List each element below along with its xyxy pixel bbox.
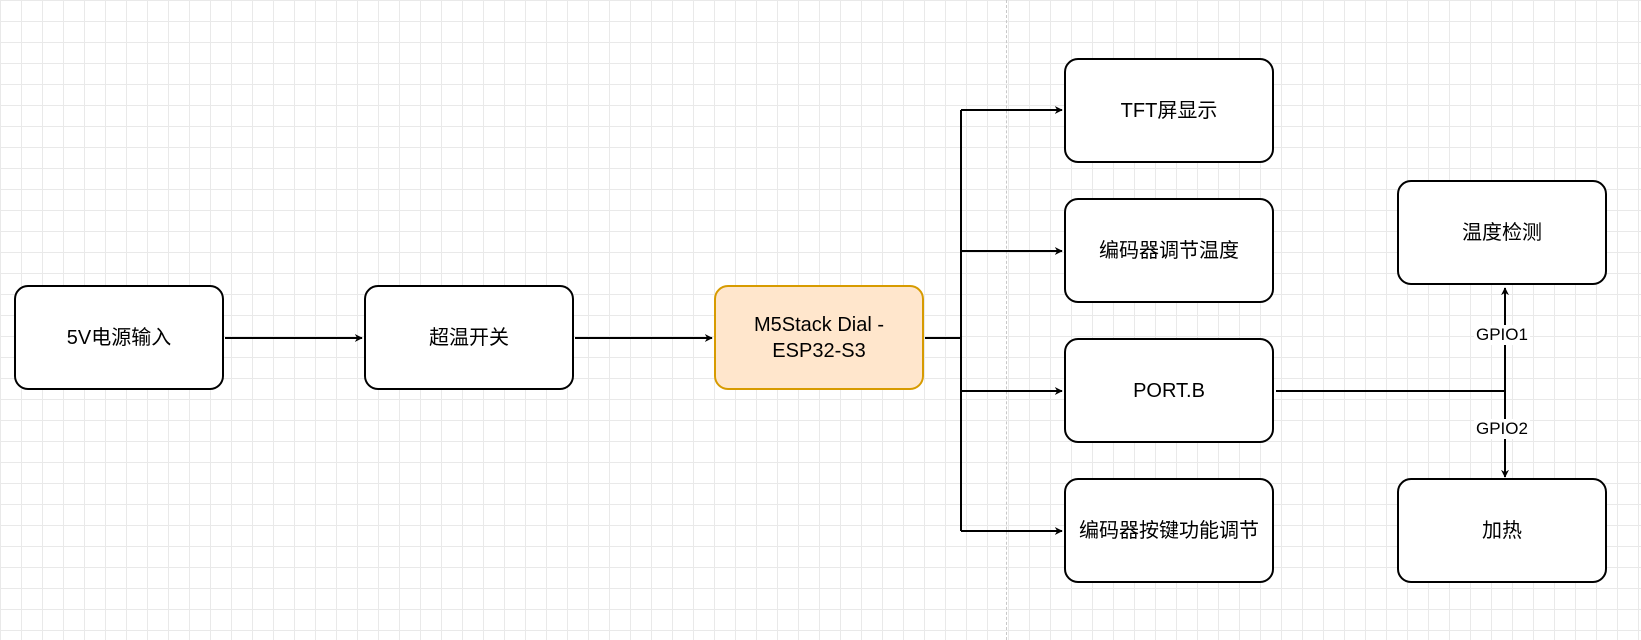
node-power-input[interactable]: 5V电源输入 (14, 285, 224, 390)
node-port-b[interactable]: PORT.B (1064, 338, 1274, 443)
edge-label-gpio1: GPIO1 (1474, 325, 1530, 345)
edge-label-gpio2: GPIO2 (1474, 419, 1530, 439)
node-controller[interactable]: M5Stack Dial - ESP32-S3 (714, 285, 924, 390)
node-tft-display[interactable]: TFT屏显示 (1064, 58, 1274, 163)
page-break-guide (1006, 0, 1007, 640)
node-thermal-switch[interactable]: 超温开关 (364, 285, 574, 390)
node-heating[interactable]: 加热 (1397, 478, 1607, 583)
node-encoder-button[interactable]: 编码器按键功能调节 (1064, 478, 1274, 583)
node-encoder-temp[interactable]: 编码器调节温度 (1064, 198, 1274, 303)
node-temp-detect[interactable]: 温度检测 (1397, 180, 1607, 285)
